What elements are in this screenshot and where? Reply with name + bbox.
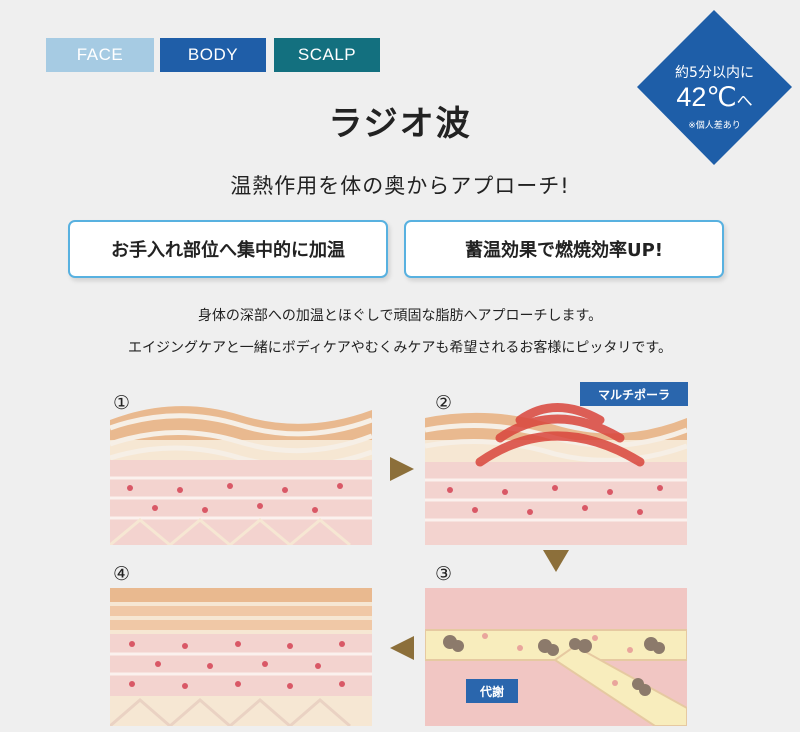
step-number-1: ① [113, 392, 131, 414]
description-line2: エイジングケアと一緒にボディケアやむくみケアも希望されるお客様にピッタリです。 [128, 340, 672, 356]
temperature-badge: 約5分以内に 42℃へ ※個人差あり [637, 10, 792, 165]
badge-line1: 約5分以内に [675, 65, 754, 81]
skin-illustration-1 [110, 400, 372, 545]
metabolism-label: 代謝 [466, 679, 518, 703]
badge-temperature-value: 42℃ [676, 82, 737, 112]
feature-label: お手入れ部位へ集中的に加温 [111, 240, 345, 261]
skin-illustration-4 [110, 588, 372, 726]
tab-scalp[interactable]: SCALP [274, 38, 380, 72]
skin-illustration-2 [425, 400, 687, 545]
step-number-3: ③ [435, 563, 453, 585]
arrow-left-icon [390, 636, 414, 660]
page-subtitle: 温熱作用を体の奥からアプローチ! [230, 174, 570, 198]
feature-box-focused-heating: お手入れ部位へ集中的に加温 [68, 220, 388, 278]
feature-box-heat-retention: 蓄温効果で燃焼効率UP! [404, 220, 724, 278]
tab-body[interactable]: BODY [160, 38, 266, 72]
diamond-shape [637, 10, 792, 165]
step-number-4: ④ [113, 563, 131, 585]
description-line1: 身体の深部への加温とほぐしで頑固な脂肪へアプローチします。 [197, 308, 603, 324]
arrow-down-icon [543, 550, 569, 572]
badge-temperature: 42℃へ [637, 82, 792, 113]
feature-label: 蓄温効果で燃焼効率UP! [464, 240, 664, 261]
step-number-2: ② [435, 392, 453, 414]
multipolar-label: マルチポーラ [580, 382, 688, 406]
badge-note: ※個人差あり [688, 121, 741, 131]
badge-temperature-suffix: へ [736, 93, 753, 110]
page-title: ラジオ波 [328, 104, 472, 144]
arrow-right-icon [390, 457, 414, 481]
skin-illustration-3 [425, 588, 687, 726]
tab-face[interactable]: FACE [46, 38, 154, 72]
